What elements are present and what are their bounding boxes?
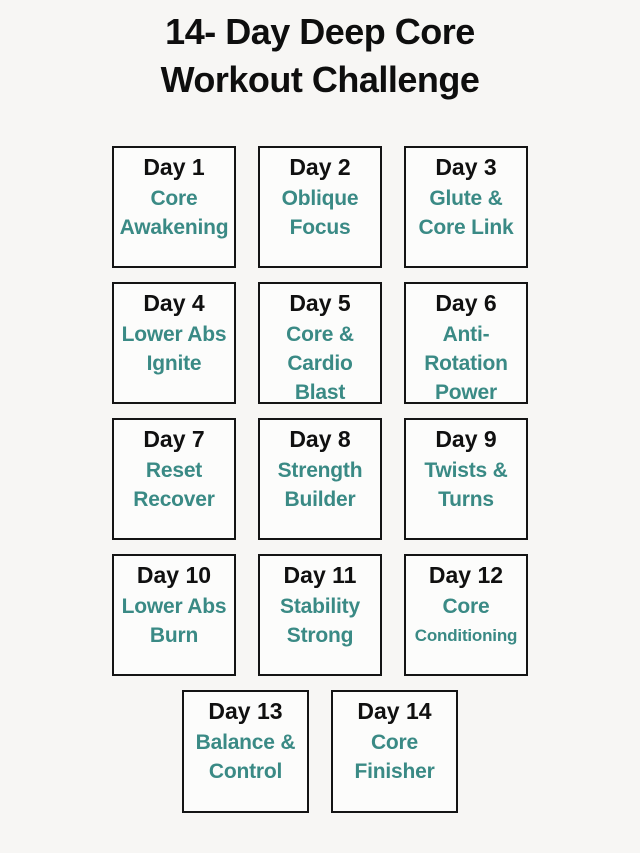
workout-line: Awakening	[119, 216, 229, 239]
workout-line: Blast	[294, 381, 346, 404]
workout-line: Glute &	[429, 187, 503, 210]
workout-line: Core	[370, 731, 419, 754]
page-title: 14- Day Deep Core Workout Challenge	[0, 0, 640, 104]
workout-line: Burn	[149, 624, 199, 647]
workout-line: Core	[150, 187, 198, 210]
workout-line: Twists &	[424, 459, 508, 482]
day-label: Day 7	[143, 426, 205, 452]
day-card-3: Day 3 Glute & Core Link	[404, 146, 528, 268]
day-label: Day 9	[435, 426, 497, 452]
day-label: Day 1	[143, 154, 205, 180]
workout-line: Reset	[145, 459, 203, 482]
day-label: Day 11	[283, 562, 357, 588]
title-line-1: 14- Day Deep Core	[165, 11, 475, 52]
workout-line: Builder	[284, 488, 356, 511]
day-label: Day 13	[208, 698, 283, 724]
workout-line: Rotation	[424, 352, 508, 375]
day-label: Day 12	[428, 562, 504, 588]
workout-line: Lower Abs	[121, 595, 227, 618]
day-card-13: Day 13 Balance & Control	[182, 690, 309, 813]
workout-line: Cardio	[287, 352, 353, 375]
workout-name: Twists & Turns	[406, 456, 526, 514]
workout-name: Glute & Core Link	[406, 184, 526, 242]
day-card-9: Day 9 Twists & Turns	[404, 418, 528, 540]
day-label: Day 8	[289, 426, 351, 452]
day-label: Day 5	[289, 290, 351, 316]
title-line-2: Workout Challenge	[160, 59, 480, 100]
day-label: Day 10	[136, 562, 212, 588]
workout-line: Core	[442, 595, 490, 618]
workout-line: Control	[208, 760, 283, 783]
workout-line: Turns	[438, 488, 494, 511]
workout-line: Finisher	[354, 760, 435, 783]
day-label: Day 2	[289, 154, 351, 180]
workout-line: Strength	[277, 459, 363, 482]
workout-line: Recover	[133, 488, 215, 511]
workout-line: Stability	[280, 595, 360, 618]
workout-line: Lower Abs	[121, 323, 227, 346]
workout-line: Core Link	[418, 216, 514, 239]
workout-line: Balance &	[195, 731, 296, 754]
day-label: Day 4	[143, 290, 205, 316]
day-label: Day 6	[435, 290, 497, 316]
workout-line: Oblique	[281, 187, 359, 210]
workout-line: Power	[434, 381, 498, 404]
workout-line: Ignite	[146, 352, 202, 375]
workout-line: Conditioning	[414, 626, 518, 645]
workout-line: Core &	[286, 323, 354, 346]
day-label: Day 14	[357, 698, 432, 724]
workout-name: Balance & Control	[184, 728, 307, 786]
day-label: Day 3	[435, 154, 497, 180]
workout-line: Strong	[286, 624, 354, 647]
workout-line: Anti-	[442, 323, 490, 346]
workout-line: Focus	[289, 216, 351, 239]
